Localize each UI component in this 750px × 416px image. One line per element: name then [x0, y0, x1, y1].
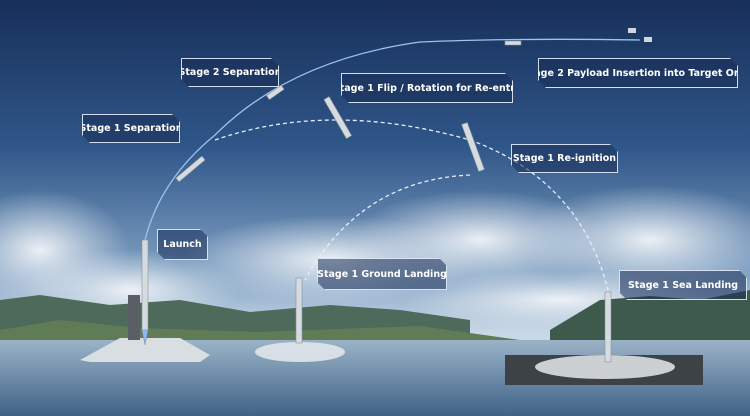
- stage1-separation-rocket: [175, 155, 206, 183]
- launch-pad: [80, 295, 210, 362]
- reignition-stage: [461, 122, 485, 172]
- ground-landed-stage: [295, 277, 303, 344]
- label-launch: Launch: [157, 229, 208, 260]
- trajectories: [144, 38, 641, 291]
- stage2-rocket: [266, 84, 285, 101]
- rockets: [141, 40, 612, 363]
- label-ground-landing: Stage 1 Ground Landing: [317, 258, 447, 290]
- sea-return-trajectory: [214, 119, 609, 291]
- label-stage1-separation: Stage 1 Separation: [82, 114, 180, 143]
- label-sea-landing: Stage 1 Sea Landing: [619, 270, 747, 300]
- label-payload-insertion: Stage 2 Payload Insertion into Target Or…: [538, 58, 738, 88]
- launch-rocket: [141, 239, 149, 331]
- label-stage2-separation: Stage 2 Separation: [181, 58, 279, 87]
- label-stage1-reignition: Stage 1 Re-ignition: [511, 144, 618, 173]
- flip-stage: [323, 96, 353, 139]
- ground-landing-smoke: [255, 342, 345, 362]
- payload-stage: [504, 40, 522, 46]
- drone-ship: [505, 355, 703, 385]
- ground-return-trajectory: [304, 174, 471, 281]
- satellites: [628, 28, 652, 42]
- sea-landed-stage: [604, 291, 612, 363]
- label-stage1-flip: Stage 1 Flip / Rotation for Re-entry: [341, 73, 513, 103]
- ascent-trajectory: [144, 38, 641, 241]
